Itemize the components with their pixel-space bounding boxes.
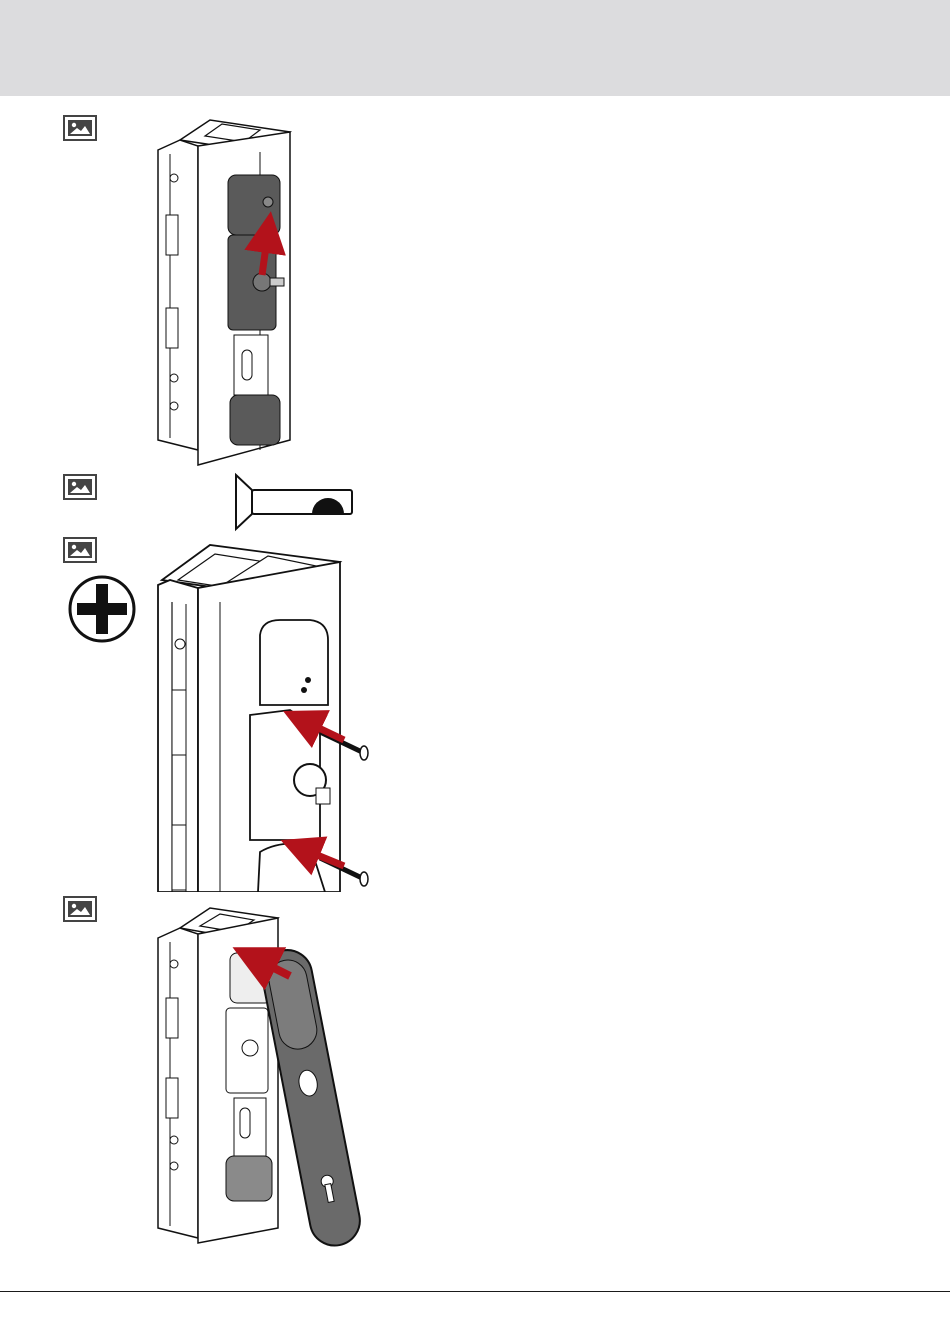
handle-attach-illustration bbox=[150, 898, 370, 1248]
lock-module-slide-up-illustration bbox=[150, 110, 300, 470]
image-placeholder-icon bbox=[63, 537, 97, 563]
phillips-screwdriver-icon bbox=[67, 574, 137, 644]
image-placeholder-icon bbox=[63, 896, 97, 922]
countersunk-screw-illustration bbox=[232, 472, 356, 532]
image-placeholder-icon bbox=[63, 115, 97, 141]
footer-rule bbox=[0, 1291, 950, 1292]
screw-fastening-illustration bbox=[150, 540, 375, 892]
image-placeholder-icon bbox=[63, 474, 97, 500]
page-header-band bbox=[0, 0, 950, 96]
